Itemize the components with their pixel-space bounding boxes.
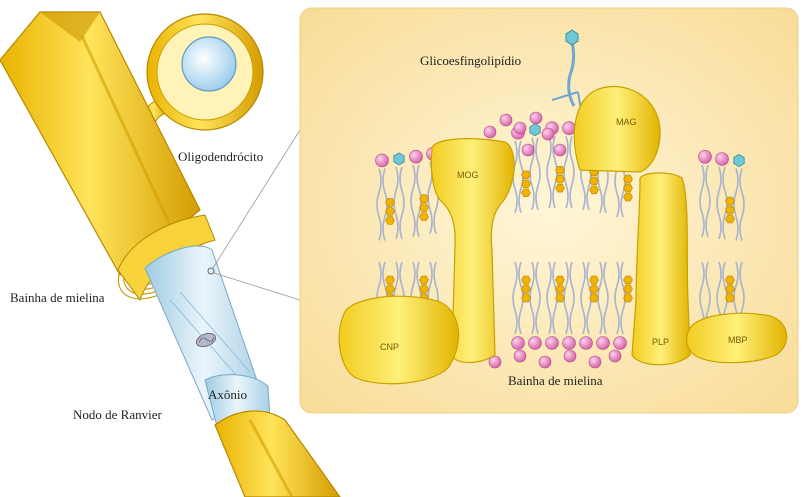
cholesterol-ring bbox=[420, 204, 429, 212]
protein-plp: PLP bbox=[632, 173, 690, 365]
cholesterol-ring bbox=[624, 285, 633, 293]
cholesterol-ring bbox=[556, 285, 565, 293]
cholesterol-ring bbox=[726, 206, 735, 214]
lipid-head bbox=[410, 150, 423, 163]
cholesterol-ring bbox=[386, 285, 395, 293]
cholesterol-ring bbox=[590, 285, 599, 293]
cnp-label: CNP bbox=[380, 342, 399, 352]
cholesterol-ring bbox=[386, 208, 395, 216]
lipid-head bbox=[609, 350, 621, 362]
cholesterol-ring bbox=[522, 180, 531, 188]
cholesterol-ring bbox=[522, 294, 531, 302]
cholesterol-ring bbox=[420, 213, 429, 221]
lipid-head bbox=[580, 337, 593, 350]
cholesterol-ring bbox=[556, 294, 565, 302]
cholesterol-ring bbox=[726, 197, 735, 205]
cholesterol-ring bbox=[420, 195, 429, 203]
protein-cnp: CNP bbox=[339, 296, 458, 384]
cholesterol-ring bbox=[420, 285, 429, 293]
cholesterol-ring bbox=[590, 276, 599, 284]
axon-label: Axônio bbox=[208, 387, 247, 403]
cholesterol-ring bbox=[556, 276, 565, 284]
cholesterol-ring bbox=[386, 199, 395, 207]
lipid-head bbox=[514, 350, 526, 362]
lipid-head-glyco bbox=[394, 153, 404, 165]
cholesterol-ring bbox=[556, 166, 565, 174]
plp-label: PLP bbox=[652, 337, 669, 347]
cholesterol-ring bbox=[590, 177, 599, 185]
lipid-head bbox=[542, 128, 554, 140]
lipid-head bbox=[554, 144, 566, 156]
lipid-head bbox=[484, 126, 496, 138]
cholesterol-ring bbox=[556, 175, 565, 183]
cholesterol-ring bbox=[522, 285, 531, 293]
cholesterol-ring bbox=[726, 285, 735, 293]
oligodendrocyte bbox=[147, 14, 263, 130]
lipid-head bbox=[699, 150, 712, 163]
cholesterol-ring bbox=[420, 276, 429, 284]
membrane-panel: MAG MOG PLP CNP MBP bbox=[300, 8, 798, 413]
lipid-head bbox=[514, 122, 526, 134]
lipid-head bbox=[529, 337, 542, 350]
lower-myelin-segment bbox=[215, 411, 340, 497]
glycosphingolipid-label: Glicoesfingolipídio bbox=[420, 53, 521, 69]
lipid-head bbox=[522, 144, 534, 156]
lipid-head-glyco bbox=[530, 124, 540, 136]
lipid-head bbox=[589, 356, 601, 368]
cholesterol-ring bbox=[556, 184, 565, 192]
cholesterol-ring bbox=[590, 294, 599, 302]
cholesterol-ring bbox=[624, 184, 633, 192]
lipid-head bbox=[546, 337, 559, 350]
lipid-head bbox=[564, 350, 576, 362]
lipid-head bbox=[716, 152, 729, 165]
lipid-head bbox=[563, 122, 576, 135]
lipid-head-glyco bbox=[734, 155, 744, 167]
cholesterol-ring bbox=[726, 215, 735, 223]
lipid-head bbox=[500, 114, 512, 126]
myelin-sheath-label: Bainha de mielina bbox=[10, 290, 105, 306]
lipid-head bbox=[597, 337, 610, 350]
protein-mbp: MBP bbox=[687, 313, 787, 362]
cholesterol-ring bbox=[624, 193, 633, 201]
protein-mag: MAG bbox=[574, 86, 660, 172]
cholesterol-ring bbox=[522, 276, 531, 284]
cholesterol-ring bbox=[386, 217, 395, 225]
nucleus bbox=[182, 37, 236, 91]
cholesterol-ring bbox=[624, 276, 633, 284]
node-of-ranvier-label: Nodo de Ranvier bbox=[73, 407, 162, 423]
panel-myelin-sheath-label: Bainha de mielina bbox=[508, 373, 603, 389]
cholesterol-ring bbox=[386, 276, 395, 284]
lipid-head bbox=[530, 112, 542, 124]
lipid-head bbox=[376, 154, 389, 167]
cholesterol-ring bbox=[522, 189, 531, 197]
mag-label: MAG bbox=[616, 117, 637, 127]
cholesterol-ring bbox=[726, 294, 735, 302]
cholesterol-ring bbox=[590, 186, 599, 194]
cholesterol-ring bbox=[624, 175, 633, 183]
mog-label: MOG bbox=[457, 170, 479, 180]
lipid-head bbox=[614, 337, 627, 350]
lipid-head bbox=[512, 337, 525, 350]
lipid-head bbox=[539, 356, 551, 368]
oligodendrocyte-label: Oligodendrócito bbox=[178, 149, 263, 165]
cholesterol-ring bbox=[624, 294, 633, 302]
cholesterol-ring bbox=[522, 171, 531, 179]
mbp-label: MBP bbox=[728, 335, 748, 345]
cholesterol-ring bbox=[726, 276, 735, 284]
lipid-head bbox=[563, 337, 576, 350]
